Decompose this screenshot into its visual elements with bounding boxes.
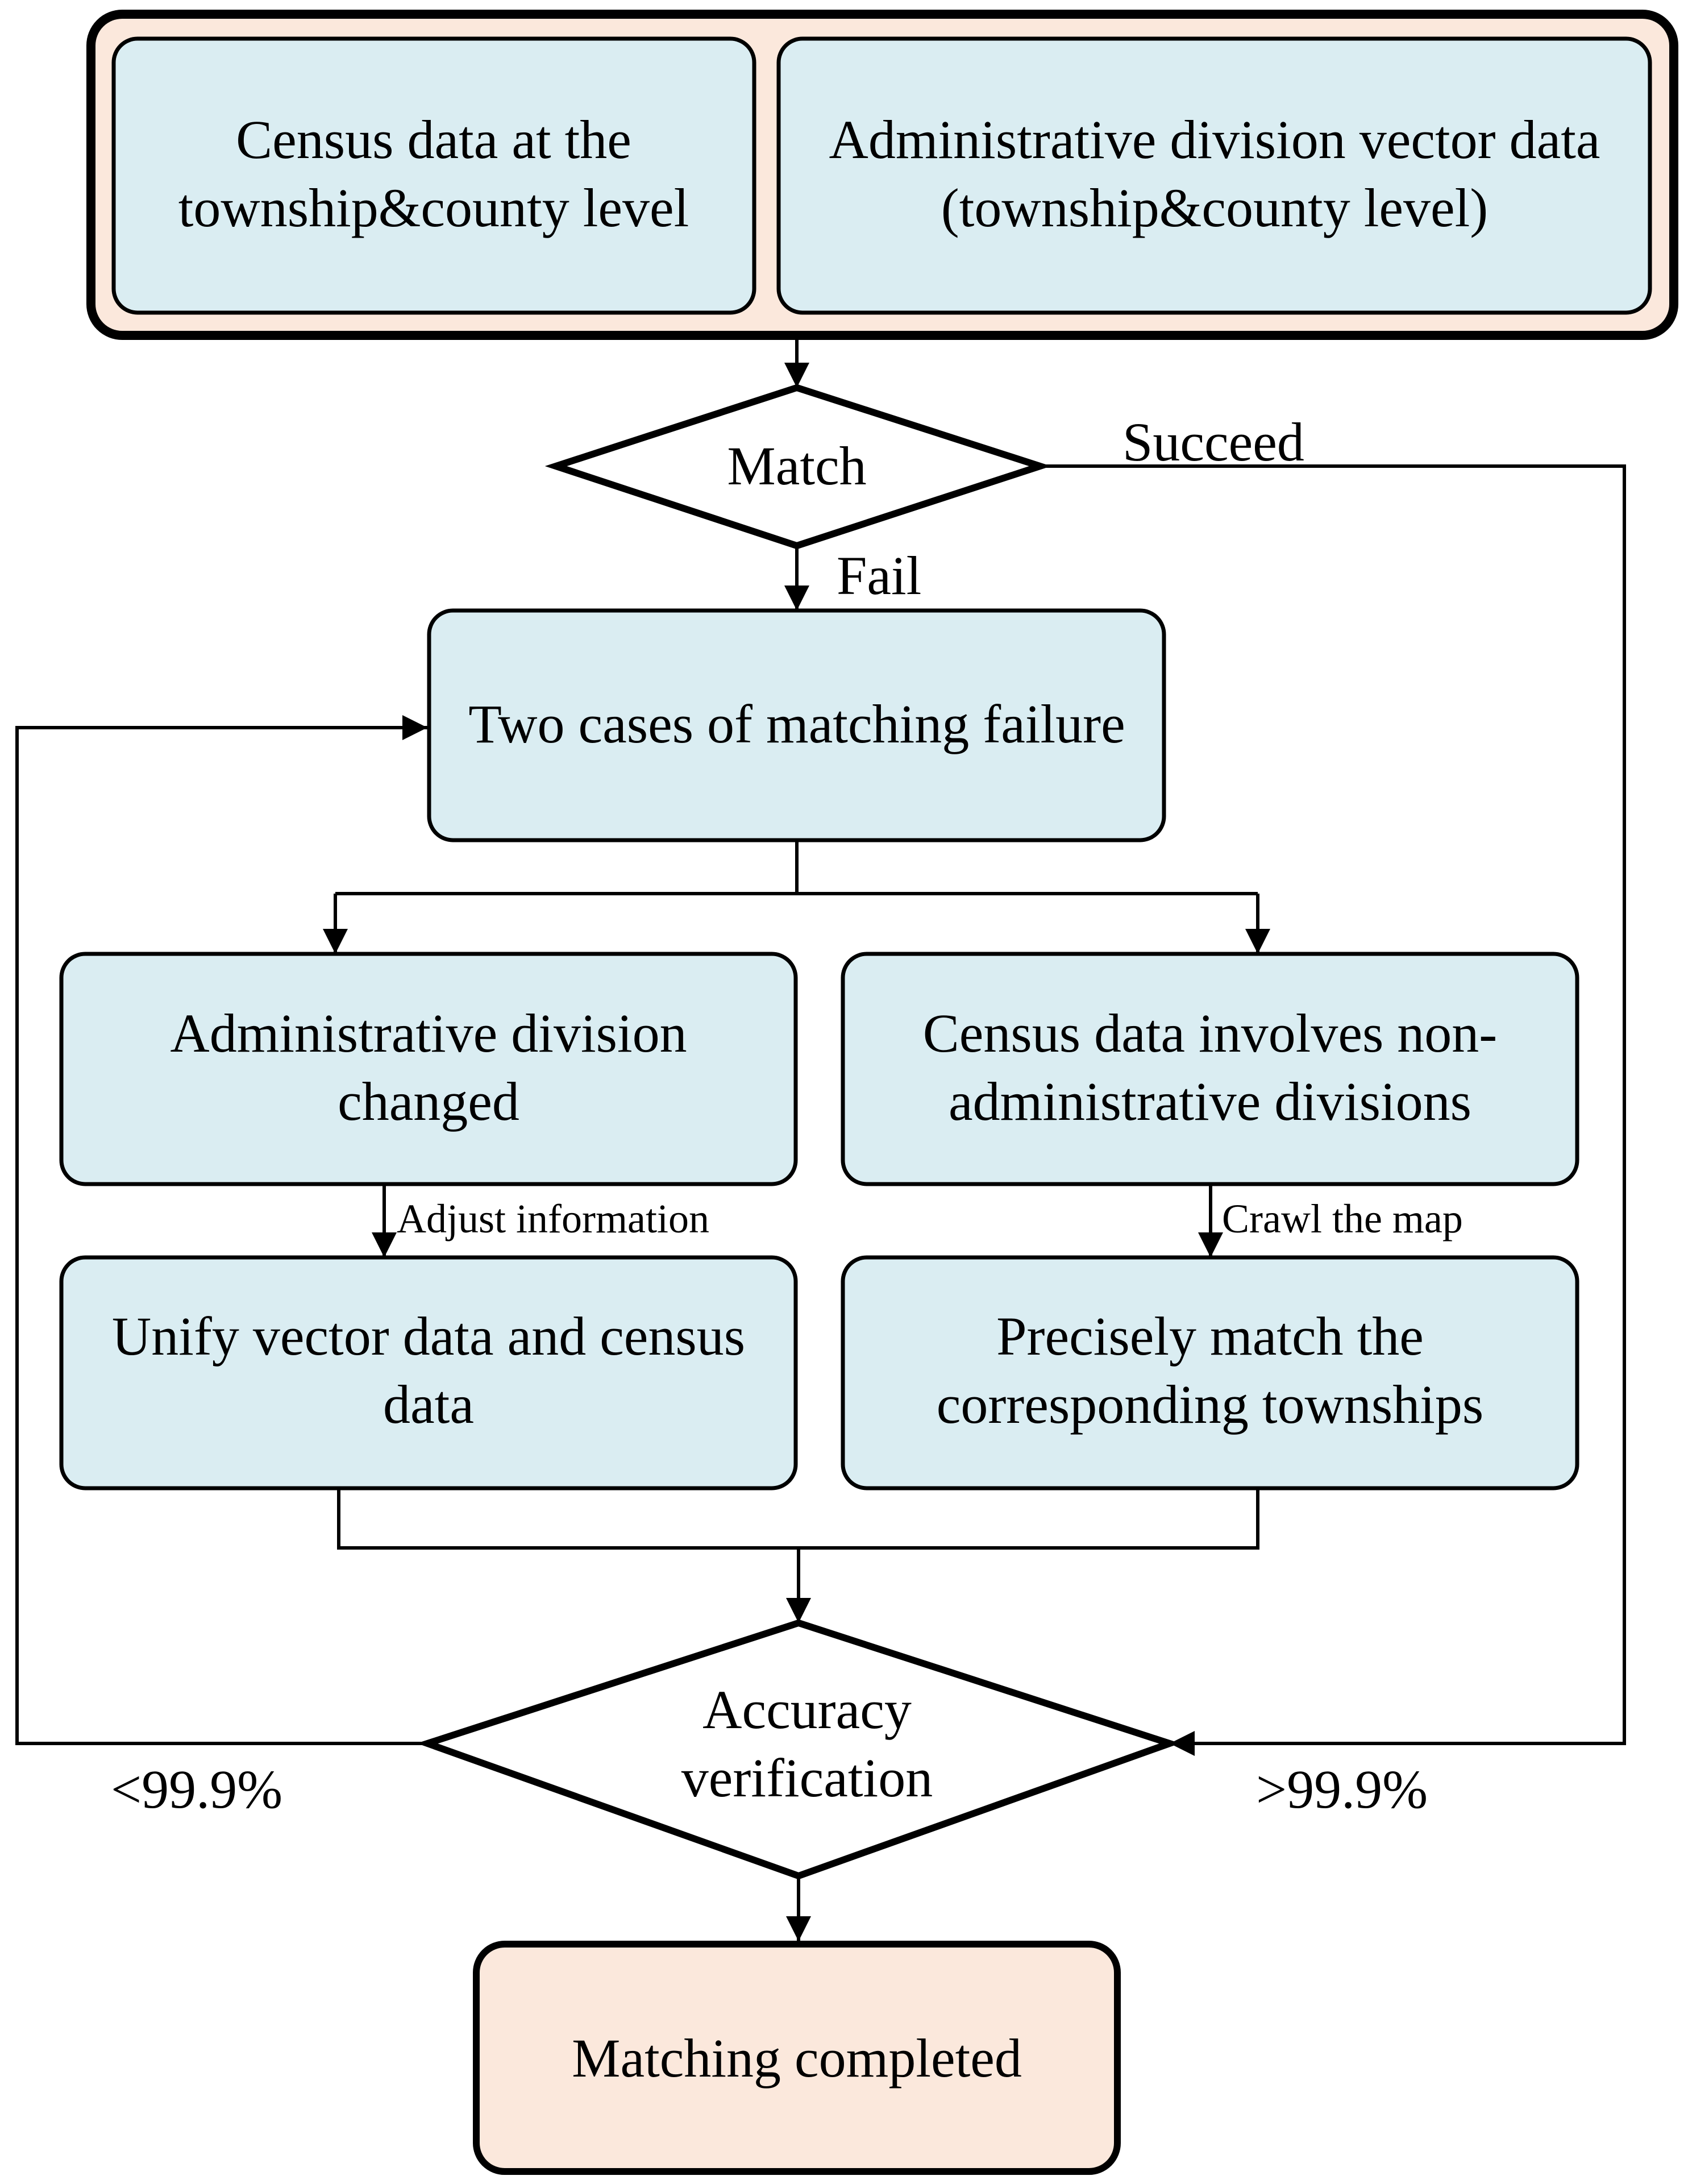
completed-box — [473, 1941, 1121, 2175]
accuracy-diamond — [417, 1619, 1180, 1880]
accuracy-label-line1: Accuracy — [702, 1679, 912, 1740]
adjust-information-label: Adjust information — [397, 1196, 709, 1242]
match-diamond — [544, 384, 1051, 550]
completed-node: Matching completed — [473, 1941, 1121, 2175]
unify-data-node: Unify vector data and census data — [59, 1255, 798, 1490]
fail-label: Fail — [837, 545, 921, 606]
census-data-label-line1: Census data at the — [236, 109, 631, 170]
arrow-match-succeed — [1040, 464, 1626, 1756]
below-threshold-label: <99.9% — [111, 1759, 282, 1820]
failure-cases-box — [427, 608, 1166, 842]
succeed-label: Succeed — [1122, 412, 1304, 472]
precise-match-label-line2: corresponding townships — [937, 1374, 1484, 1435]
arrow-loop-back — [15, 715, 427, 1745]
accuracy-label-line2: verification — [681, 1747, 933, 1808]
admin-changed-box — [59, 952, 798, 1186]
failure-cases-label: Two cases of matching failure — [468, 694, 1125, 754]
census-data-box — [111, 36, 756, 315]
completed-label: Matching completed — [572, 2028, 1022, 2088]
match-label: Match — [727, 435, 866, 496]
precise-match-box — [841, 1255, 1579, 1490]
admin-changed-label-line1: Administrative division — [170, 1003, 687, 1064]
admin-changed-label-line2: changed — [338, 1071, 519, 1132]
above-threshold-label: >99.9% — [1256, 1759, 1428, 1820]
connectors — [15, 335, 1626, 1941]
crawl-the-map-label: Crawl the map — [1222, 1196, 1463, 1242]
precise-match-label-line1: Precisely match the — [996, 1306, 1424, 1367]
accuracy-decision: Accuracy verification — [417, 1619, 1180, 1880]
vector-data-label-line1: Administrative division vector data — [829, 109, 1600, 170]
connector-merge — [337, 1488, 1259, 1550]
unify-data-box — [59, 1255, 798, 1490]
vector-data-label-line2: (township&county level) — [941, 177, 1488, 238]
failure-cases-node: Two cases of matching failure — [427, 608, 1166, 842]
unify-data-label-line2: data — [383, 1374, 474, 1435]
unify-data-label-line1: Unify vector data and census — [112, 1306, 745, 1367]
non-admin-label-line2: administrative divisions — [949, 1071, 1471, 1132]
input-data-group: Census data at the township&county level… — [86, 10, 1678, 340]
vector-data-box — [776, 36, 1652, 315]
connector-split — [335, 840, 799, 895]
non-admin-node: Census data involves non- administrative… — [841, 952, 1579, 1186]
non-admin-box — [841, 952, 1579, 1186]
match-decision: Match — [544, 384, 1051, 550]
census-data-label-line2: township&county level — [178, 177, 689, 238]
precise-match-node: Precisely match the corresponding townsh… — [841, 1255, 1579, 1490]
admin-changed-node: Administrative division changed — [59, 952, 798, 1186]
non-admin-label-line1: Census data involves non- — [923, 1003, 1498, 1064]
